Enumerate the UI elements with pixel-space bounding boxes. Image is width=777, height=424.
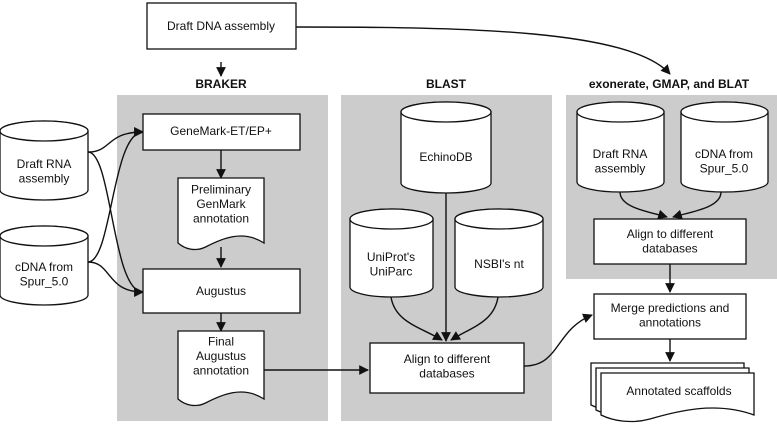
draft-rna-cylinder-right-label-1: Draft RNA xyxy=(593,147,648,161)
draft-dna-box xyxy=(146,2,297,50)
align-blast-box-label-2: databases xyxy=(419,366,474,380)
uniparc-cylinder-label-2: UniParc xyxy=(370,264,413,278)
final-annotation-doc-label-1: Final xyxy=(208,335,234,349)
cdna-cylinder-right xyxy=(680,101,769,193)
draft-rna-cylinder-left xyxy=(0,120,89,201)
prelim-annotation-doc-label-2: GenMark xyxy=(196,197,246,211)
draft-rna-cylinder-right-label-2: assembly xyxy=(595,161,646,175)
nsbi-nt-cylinder-label-1: NSBI's nt xyxy=(474,257,524,271)
edge-draftrna-augustus xyxy=(87,151,144,297)
edge-cdna-augustus xyxy=(87,261,144,297)
braker-header: BRAKER xyxy=(195,77,247,91)
edge-draftrna-genemark xyxy=(87,127,144,153)
exonerate-header: exonerate, GMAP, and BLAT xyxy=(589,77,750,91)
edge-uniparc-alignblast xyxy=(390,296,443,341)
echinodb-cylinder xyxy=(400,101,492,194)
augustus-box-label-1: Augustus xyxy=(196,284,246,298)
merge-box xyxy=(593,293,747,340)
cdna-cylinder-left-label-2: Spur_5.0 xyxy=(20,274,69,288)
annotated-scaffolds-stack xyxy=(590,362,755,423)
merge-box-label-1: Merge predictions and xyxy=(611,301,730,315)
augustus-box xyxy=(142,268,301,314)
final-annotation-doc xyxy=(177,330,265,407)
draft-rna-cylinder-left-label-2: assembly xyxy=(19,171,70,185)
annotated-scaffolds-stack-label-1: Annotated scaffolds xyxy=(626,384,731,398)
merge-box-label-2: annotations xyxy=(639,315,701,329)
edge-nsbint-alignblast xyxy=(450,296,499,341)
draft-rna-cylinder-left-label-1: Draft RNA xyxy=(17,157,72,171)
draft-dna-box-label-1: Draft DNA assembly xyxy=(167,19,275,33)
final-annotation-doc-label-2: Augustus xyxy=(196,349,246,363)
uniparc-cylinder-label-1: UniProt's xyxy=(367,250,415,264)
nsbi-nt-cylinder xyxy=(454,208,544,298)
edge-draftrna-alignright xyxy=(619,191,668,220)
cdna-cylinder-right-label-2: Spur_5.0 xyxy=(700,161,749,175)
prelim-annotation-doc-label-3: annotation xyxy=(193,212,249,226)
uniparc-cylinder xyxy=(349,208,434,298)
cdna-cylinder-left-label-1: cDNA from xyxy=(15,260,73,274)
align-blast-box-label-1: Align to different xyxy=(404,352,491,366)
edge-alignblast-merge xyxy=(523,313,593,367)
genemark-box-label-1: GeneMark-ET/EP+ xyxy=(170,124,272,138)
draft-rna-cylinder-right xyxy=(576,101,665,193)
cdna-cylinder-left xyxy=(0,225,89,306)
align-right-box xyxy=(593,218,747,265)
prelim-annotation-doc-label-1: Preliminary xyxy=(191,183,251,197)
genemark-box xyxy=(142,113,301,151)
edge-cdna-alignright xyxy=(672,191,722,220)
edge-cdna-genemark xyxy=(87,127,144,263)
edge-draftdna-exonerate xyxy=(295,26,671,75)
align-blast-box xyxy=(369,342,525,394)
echinodb-cylinder-label-1: EchinoDB xyxy=(419,150,472,164)
final-annotation-doc-label-3: annotation xyxy=(193,364,249,378)
align-right-box-label-2: databases xyxy=(642,241,697,255)
blast-header: BLAST xyxy=(426,77,467,91)
prelim-annotation-doc xyxy=(177,177,265,251)
align-right-box-label-1: Align to different xyxy=(627,227,714,241)
cdna-cylinder-right-label-1: cDNA from xyxy=(695,147,753,161)
edges xyxy=(87,26,722,375)
